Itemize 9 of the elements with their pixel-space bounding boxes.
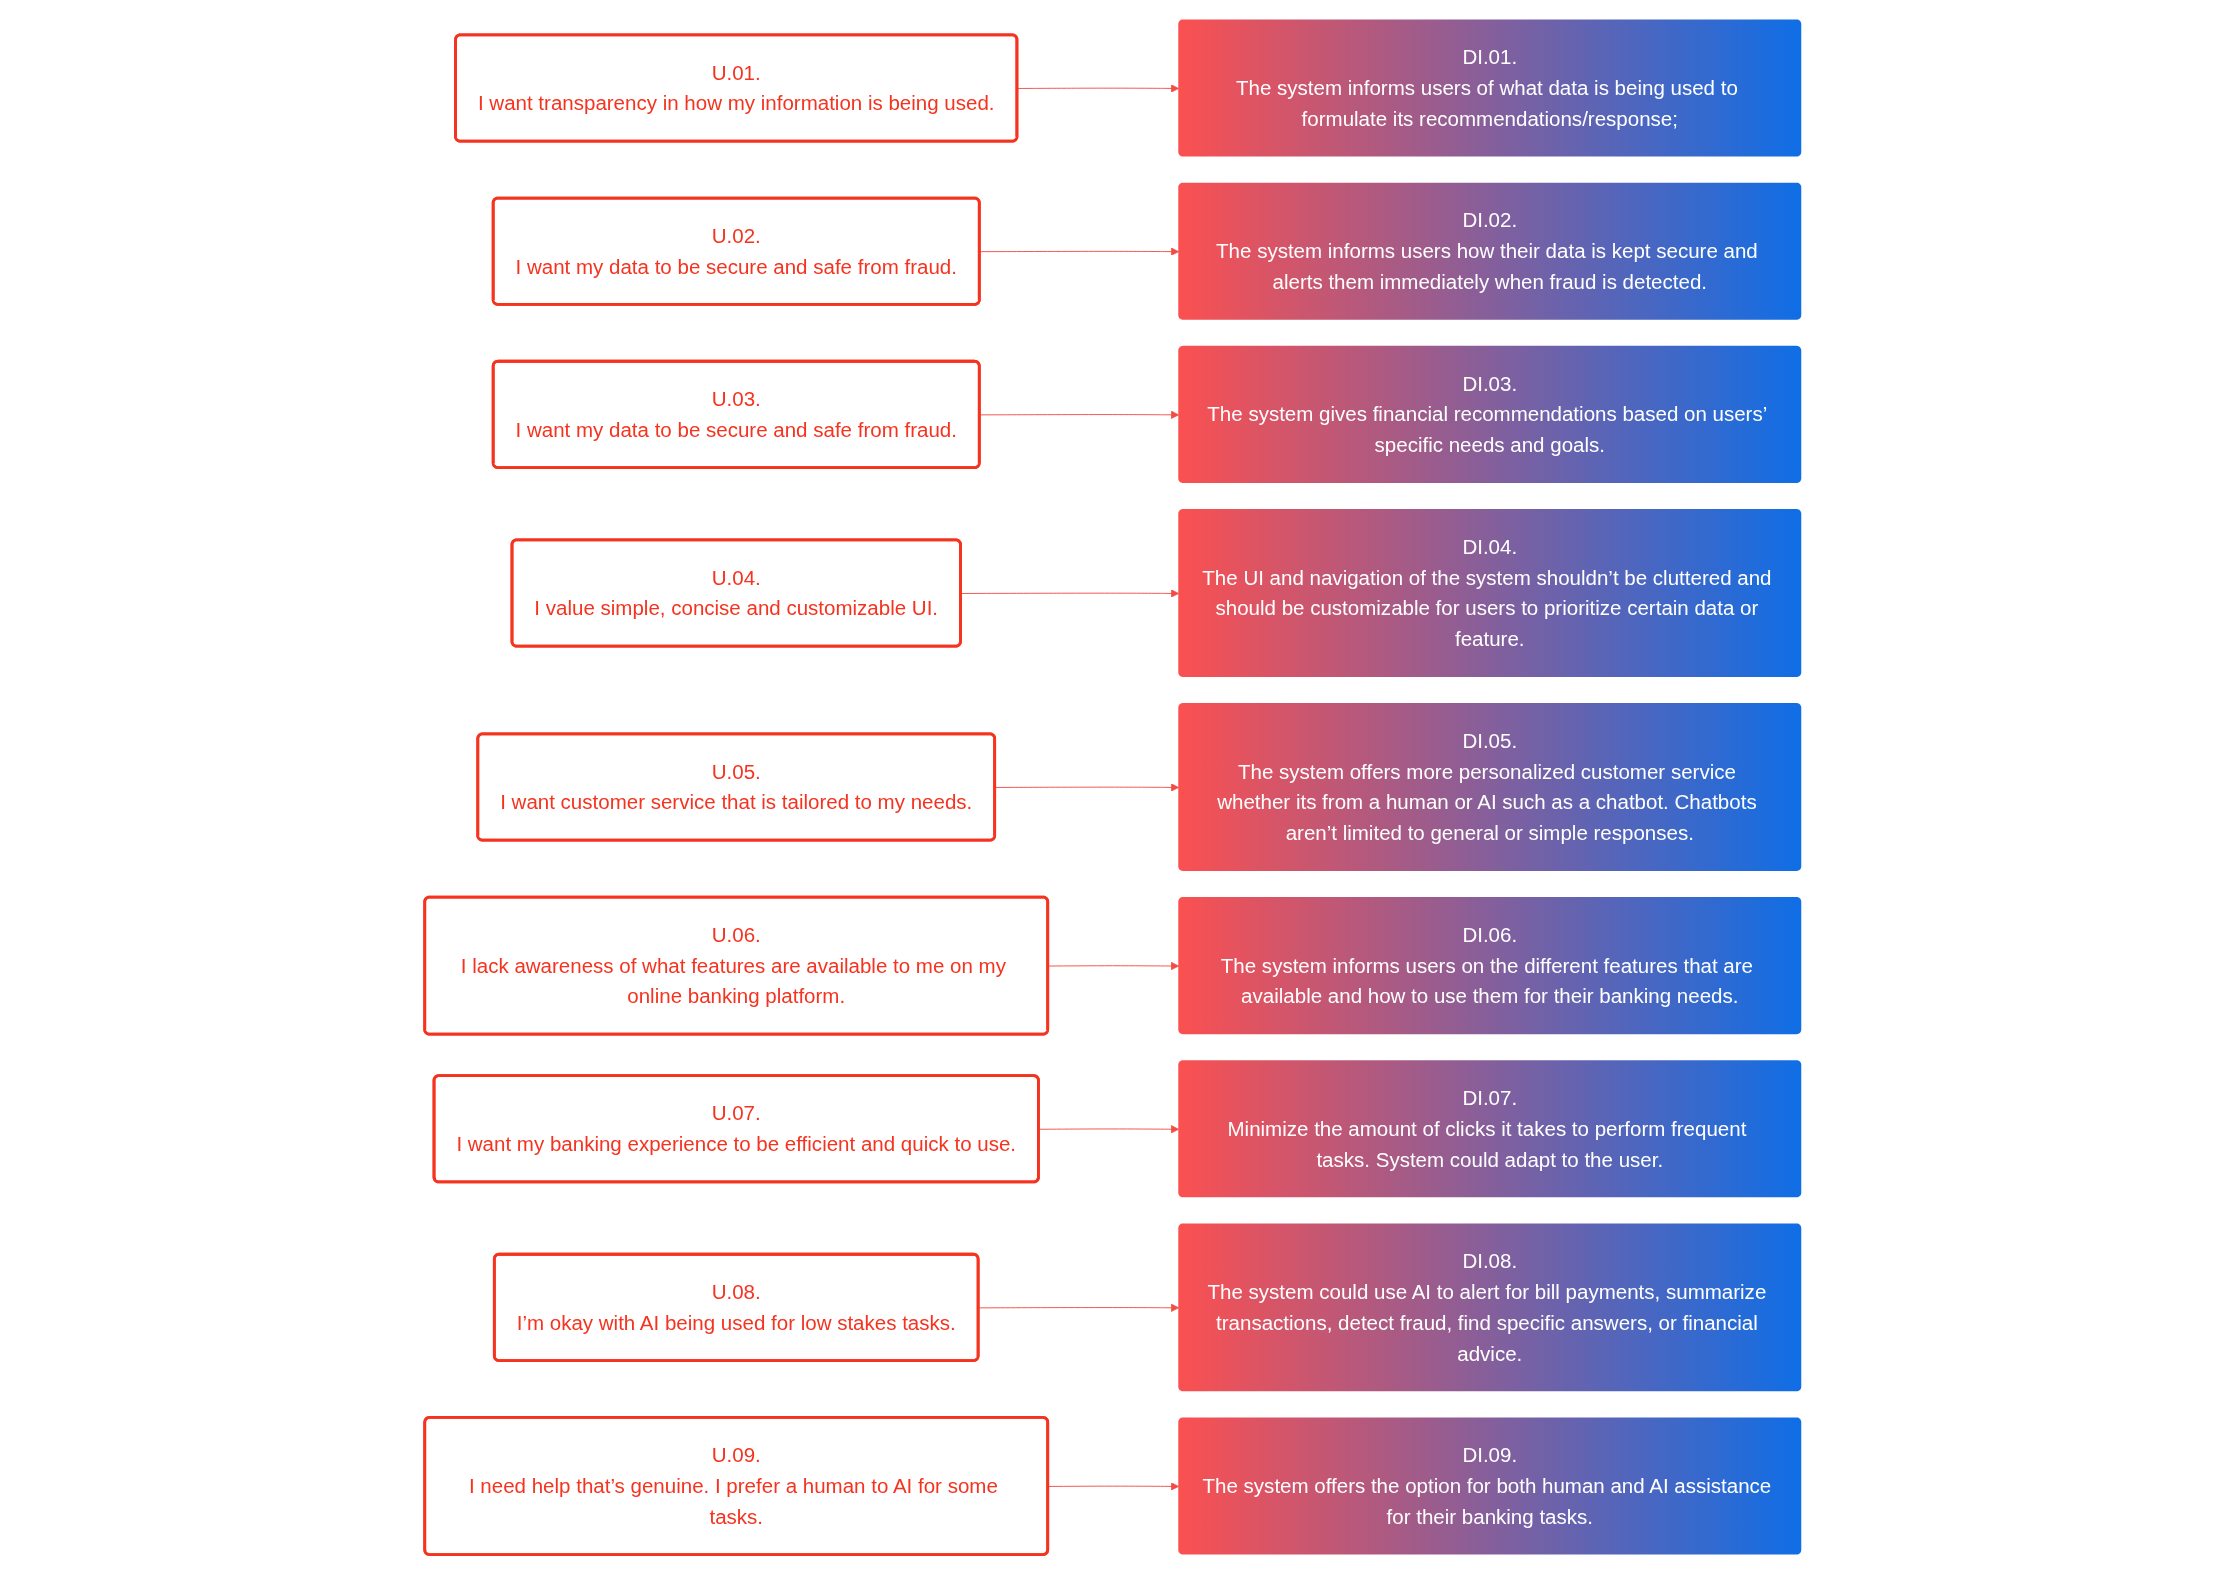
node-box: DI.09. The system offers the option for both human and AI assistance for their banking tasks. (1178, 1416, 1802, 1555)
node-box: DI.07. Minimize the amount of clicks it takes to perform frequent tasks. System could adapt to the user. (1178, 1059, 1802, 1197)
node-box: DI.02. The system informs users how their data is kept secure and alerts them immediately when fraud is detected. (1178, 182, 1802, 320)
node-box: DI.04. The UI and navigation of the system shouldn’t be cluttered and should be customizable for users to prioritize certain data or feature. (1178, 508, 1802, 677)
node-box: DI.01. The system informs users of what data is being used to formulate its recommendations/response; (1178, 18, 1802, 157)
node-box: DI.08. The system could use AI to alert for bill payments, summarize transactions, detect fraud, find specific answers, or financial advice. (1178, 1222, 1802, 1391)
node-box: DI.03. The system gives financial recommendations based on users’ specific needs and goals. (1178, 345, 1802, 483)
node-box: DI.06. The system informs users on the different features that are available and how to use them for their banking needs. (1178, 896, 1802, 1034)
node-box: DI.05. The system offers more personalized customer service whether its from a human or AI such as a chatbot. Chatbots aren’t limited to general or simple responses. (1178, 702, 1802, 871)
